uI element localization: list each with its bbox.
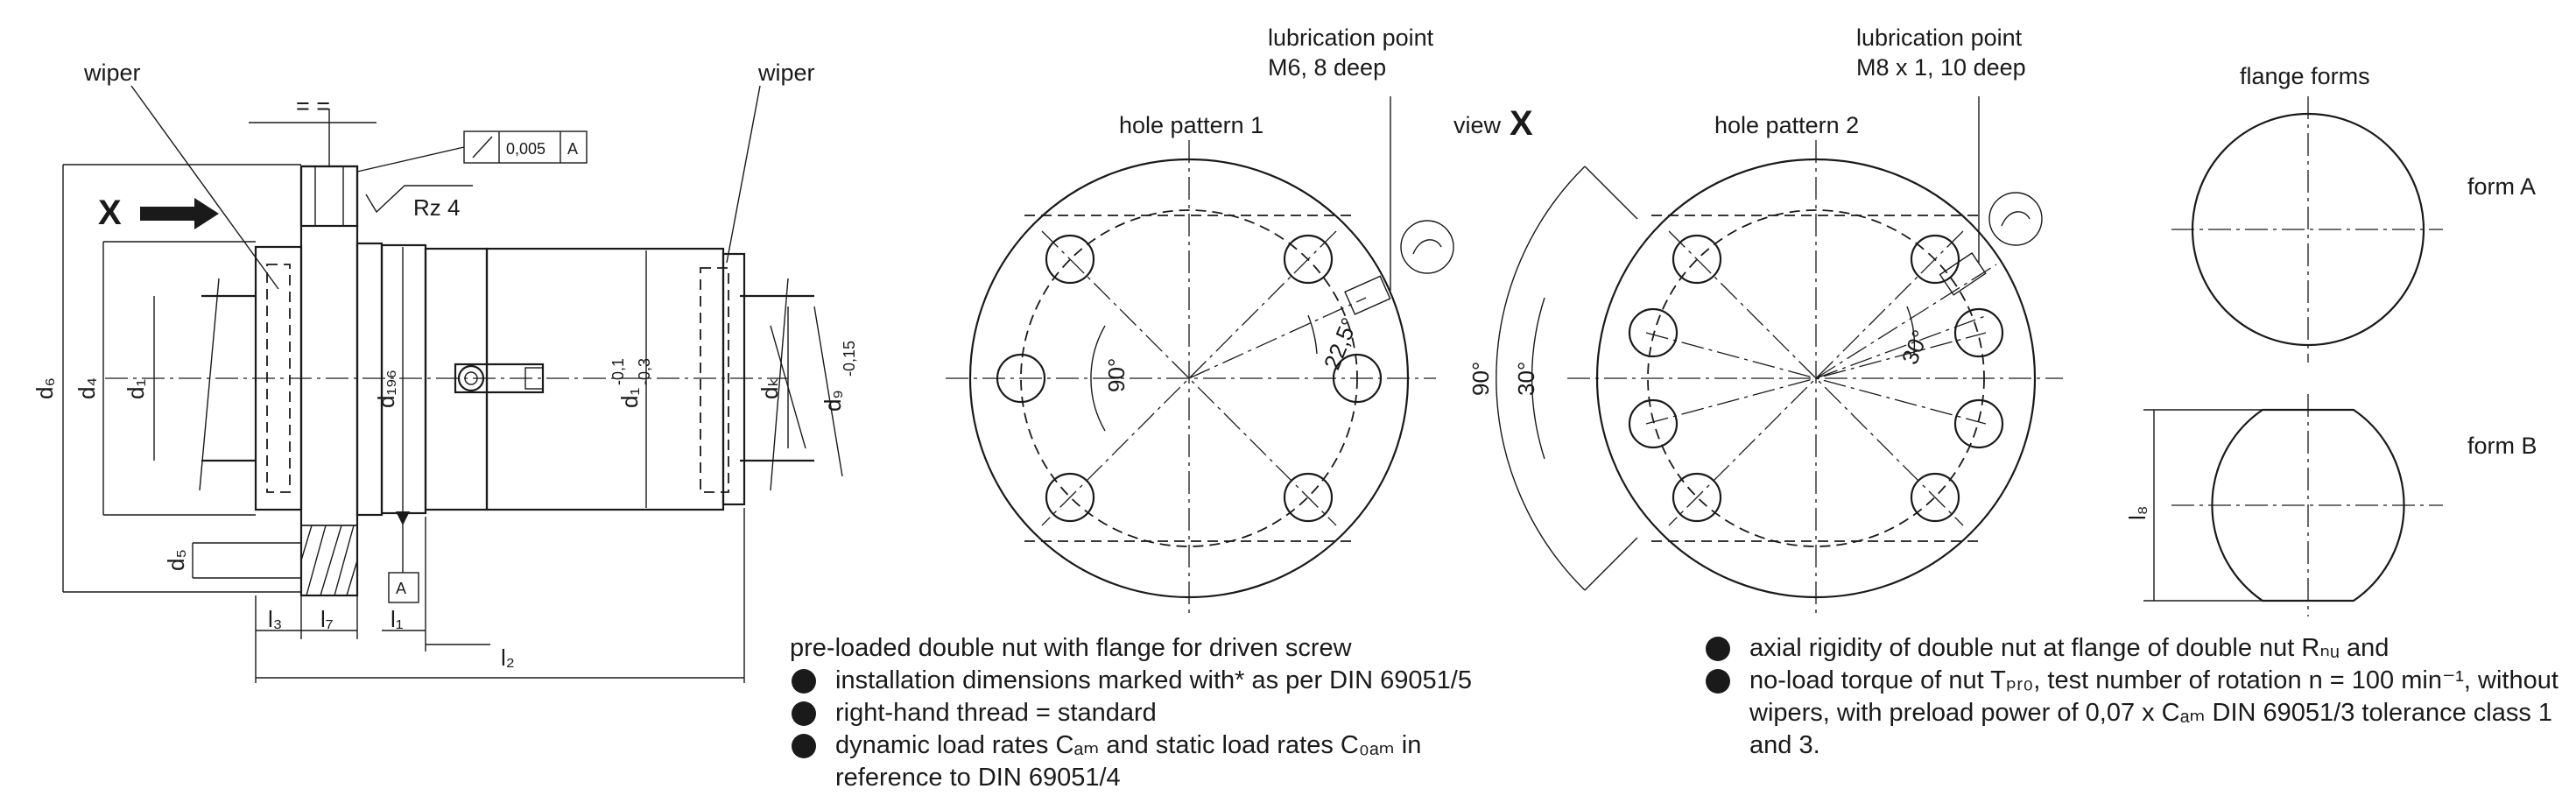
- list-item: dynamic load rates Cₐₘ and static load r…: [790, 729, 1466, 794]
- hole-pattern-1-title: hole pattern 1: [1119, 112, 1263, 138]
- dim-l2: l₂: [501, 645, 515, 671]
- list-item: installation dimensions marked with* as …: [790, 665, 1578, 697]
- dim-l8: l₈: [2124, 505, 2150, 520]
- view-x-label: view X: [1453, 104, 1533, 143]
- note-text: installation dimensions marked with* as …: [835, 666, 1472, 694]
- side-view: wiper wiper X = = 0,005 A Rz 4 A d₆ d₄ d…: [32, 60, 858, 683]
- notes-left-heading: pre-loaded double nut with flange for dr…: [790, 634, 1352, 662]
- hole-pattern-1-lube-line2: M6, 8 deep: [1268, 54, 1386, 81]
- hole-pattern-1-lube-line1: lubrication point: [1268, 25, 1434, 51]
- equal-marks: = =: [296, 93, 330, 119]
- dim-d6: d₆: [32, 377, 58, 399]
- form-a-label: form A: [2467, 173, 2536, 200]
- note-text: no-load torque of nut Tₚᵣ₀, test number …: [1749, 666, 2558, 759]
- hole-pattern-2-angle-30b: 30°: [1897, 327, 1934, 369]
- dim-d5: d₅: [163, 549, 189, 571]
- hole-pattern-2-title: hole pattern 2: [1714, 112, 1859, 138]
- dim-dk: dₖ: [757, 377, 783, 399]
- list-item: axial rigidity of double nut at flange o…: [1704, 632, 2571, 665]
- dim-d4: d₄: [74, 377, 100, 399]
- notes-left-list: installation dimensions marked with* as …: [790, 665, 1578, 794]
- flange-forms-title: flange forms: [2240, 63, 2370, 89]
- dim-d1-tol: d₁: [616, 388, 643, 408]
- view-x-marker: X: [98, 194, 122, 232]
- dim-l3: l₃: [268, 606, 282, 632]
- wiper-left-label: wiper: [83, 60, 141, 86]
- dim-d1: d₁: [123, 379, 149, 399]
- view-x-letter: X: [1510, 104, 1533, 143]
- roughness-value: Rz 4: [413, 194, 460, 221]
- bullet-icon: [1706, 637, 1730, 661]
- notes-right: axial rigidity of double nut at flange o…: [1704, 632, 2571, 762]
- view-x-prefix: view: [1453, 112, 1502, 138]
- note-text: axial rigidity of double nut at flange o…: [1749, 634, 2389, 662]
- flatness-datum: A: [567, 140, 578, 158]
- dim-l1: l₁: [391, 606, 404, 632]
- hole-pattern-2-angle-30a: 30°: [1513, 362, 1539, 396]
- hole-pattern-2-lube-line1: lubrication point: [1856, 25, 2023, 51]
- flatness-value: 0,005: [506, 140, 545, 158]
- datum-a-box-label: A: [396, 580, 406, 597]
- notes-right-list: axial rigidity of double nut at flange o…: [1704, 632, 2571, 762]
- wiper-right-label: wiper: [757, 60, 815, 86]
- list-item: no-load torque of nut Tₚᵣ₀, test number …: [1704, 665, 2571, 762]
- flange-forms: flange forms form A form B l₈: [2124, 63, 2537, 616]
- hole-pattern-2-lube-line2: M8 x 1, 10 deep: [1856, 54, 2026, 81]
- bullet-icon: [792, 701, 816, 726]
- form-b-label: form B: [2467, 433, 2537, 459]
- note-text: right-hand thread = standard: [835, 699, 1157, 727]
- notes-left: pre-loaded double nut with flange for dr…: [790, 632, 1578, 794]
- dim-tol-upper: -0,1: [609, 358, 627, 385]
- bullet-icon: [792, 734, 816, 758]
- hole-pattern-2: hole pattern 2 lubrication point M8 x 1,…: [1467, 25, 2063, 613]
- dim-l7: l₇: [320, 606, 334, 632]
- dim-d9: d₉: [820, 390, 846, 412]
- note-text: dynamic load rates Cₐₘ and static load r…: [835, 731, 1422, 792]
- bullet-icon: [792, 669, 816, 694]
- dim-d9-tol: -0,15: [841, 341, 858, 377]
- hole-pattern-1: hole pattern 1 lubrication point M6, 8 d…: [946, 25, 1454, 613]
- bullet-icon: [1706, 669, 1730, 694]
- dim-d1-g6: d₁₉₆: [373, 370, 399, 408]
- dim-tol-lower: -0,3: [636, 358, 653, 385]
- hole-pattern-2-angle-90: 90°: [1467, 362, 1494, 396]
- hole-pattern-1-angle-90: 90°: [1103, 358, 1130, 392]
- list-item: right-hand thread = standard: [790, 697, 1578, 729]
